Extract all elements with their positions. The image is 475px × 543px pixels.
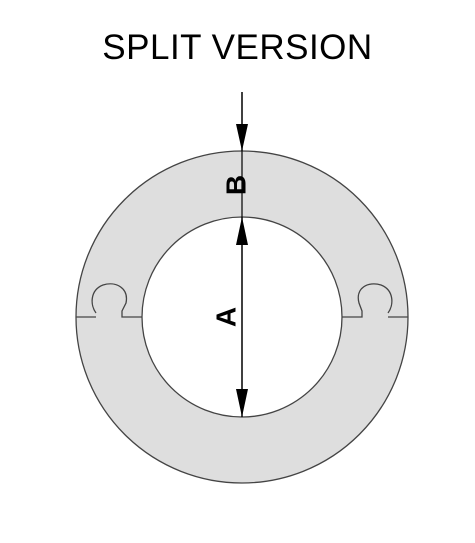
dimension-b: B — [220, 92, 251, 217]
left-split-joint — [76, 283, 142, 318]
dimension-a-label: A — [210, 307, 241, 327]
diagram-title: SPLIT VERSION — [102, 28, 373, 67]
right-split-joint — [342, 283, 408, 318]
dimension-a-arrowhead-top — [236, 217, 248, 245]
left-keyhole — [91, 283, 142, 318]
right-keyhole — [342, 283, 393, 318]
dimension-b-label: B — [220, 175, 251, 195]
dimension-a-arrowhead-bottom — [236, 389, 248, 417]
dimension-a: A — [210, 217, 248, 417]
dimension-b-arrowhead — [236, 124, 248, 151]
